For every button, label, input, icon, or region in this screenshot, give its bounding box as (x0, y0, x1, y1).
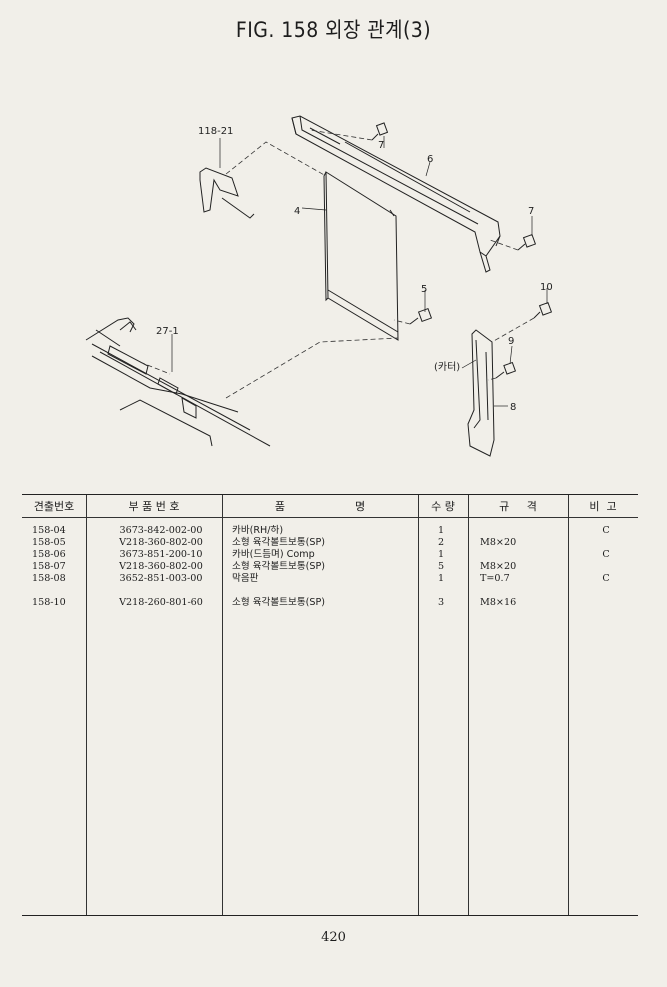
ref-no-cell: 158-10 (32, 597, 66, 608)
ref-no-cell: 158-04 (32, 525, 66, 536)
part-name-cell: 막음판 (232, 573, 259, 584)
part-no-cell: V218-260-801-60 (119, 597, 203, 608)
part-name-cell: 카바(드듬며) Comp (232, 549, 315, 560)
column-divider (568, 495, 569, 915)
part-no-cell: 3673-851-200-10 (119, 549, 203, 560)
quantity-cell: 1 (437, 573, 445, 584)
callout-4: 4 (294, 206, 300, 217)
header-part-no: 부 품 번 호 (128, 500, 180, 513)
table-body: 158-04 3673-842-002-00 카바(RH/하) 1 C 158-… (22, 525, 638, 609)
quantity-cell: 1 (437, 525, 445, 536)
part-no-cell: V218-360-802-00 (119, 537, 203, 548)
callout-118-21: 118-21 (198, 126, 233, 137)
parts-table: 견출번호 부 품 번 호 품 명 수 량 규 격 비 고 158-04 3673… (22, 494, 638, 916)
top-cover-part (291, 115, 501, 273)
remark-cell: C (602, 573, 610, 584)
cover-plate-part (467, 329, 495, 457)
callout-27-1: 27-1 (156, 326, 179, 337)
figure-title: FIG. 158 외장 관계(3) (235, 18, 432, 42)
spec-cell: M8×16 (480, 597, 517, 608)
callout-5: 5 (421, 284, 427, 295)
bolt-7-right (517, 233, 537, 251)
part-no-cell: 3673-842-002-00 (119, 525, 203, 536)
part-name-cell: 소형 육각볼트보통(SP) (232, 537, 326, 548)
header-spec: 규 격 (499, 500, 537, 513)
header-remark: 비 고 (589, 500, 617, 513)
callout-10: 10 (540, 282, 553, 293)
bolt-9 (495, 361, 517, 379)
part-name-cell: 카바(RH/하) (232, 525, 284, 536)
spec-cell: T=0.7 (480, 573, 510, 584)
quantity-cell: 5 (437, 561, 445, 572)
column-divider (418, 495, 419, 915)
column-divider (468, 495, 469, 915)
ref-no-cell: 158-05 (32, 537, 66, 548)
ref-no-cell: 158-06 (32, 549, 66, 560)
table-row: 158-10 V218-260-801-60 소형 육각볼트보통(SP) 3 M… (22, 597, 638, 609)
part-no-cell: 3652-851-003-00 (119, 573, 203, 584)
page-number: 420 (321, 930, 346, 945)
remark-cell: C (602, 549, 610, 560)
table-row: 158-05 V218-360-802-00 소형 육각볼트보통(SP) 2 M… (22, 537, 638, 549)
table-row: 158-04 3673-842-002-00 카바(RH/하) 1 C (22, 525, 638, 537)
exploded-parts-diagram: 118-21 4 7 6 7 5 10 9 (카터) 8 27-1 (85, 115, 553, 457)
header-quantity: 수 량 (431, 500, 455, 513)
bolt-10 (533, 301, 553, 319)
callout-6: 6 (427, 154, 433, 165)
callout-cutter: (카터) (434, 361, 460, 373)
callout-7-right: 7 (528, 206, 534, 217)
bolt-7-top (371, 122, 389, 141)
header-ref-no: 견출번호 (33, 500, 75, 513)
base-frame-part (85, 317, 271, 447)
spec-cell: M8×20 (480, 537, 517, 548)
quantity-cell: 3 (437, 597, 445, 608)
bolt-5 (409, 307, 433, 325)
column-divider (222, 495, 223, 915)
ref-no-cell: 158-07 (32, 561, 66, 572)
header-divider (22, 517, 638, 518)
callout-8: 8 (510, 402, 516, 413)
remark-cell: C (602, 525, 610, 536)
quantity-cell: 1 (437, 549, 445, 560)
spec-cell: M8×20 (480, 561, 517, 572)
header-part-name: 품 명 (274, 500, 366, 513)
part-name-cell: 소형 육각볼트보통(SP) (232, 561, 326, 572)
column-divider (86, 495, 87, 915)
callout-9: 9 (508, 336, 514, 347)
side-bracket-part (199, 167, 255, 219)
callout-7-top: 7 (378, 140, 384, 151)
part-no-cell: V218-360-802-00 (119, 561, 203, 572)
panel-part (323, 171, 399, 341)
table-row: 158-06 3673-851-200-10 카바(드듬며) Comp 1 C (22, 549, 638, 561)
quantity-cell: 2 (437, 537, 445, 548)
ref-no-cell: 158-08 (32, 573, 66, 584)
table-row: 158-08 3652-851-003-00 막음판 1 T=0.7 C (22, 573, 638, 585)
part-name-cell: 소형 육각볼트보통(SP) (232, 597, 326, 608)
table-row: 158-07 V218-360-802-00 소형 육각볼트보통(SP) 5 M… (22, 561, 638, 573)
